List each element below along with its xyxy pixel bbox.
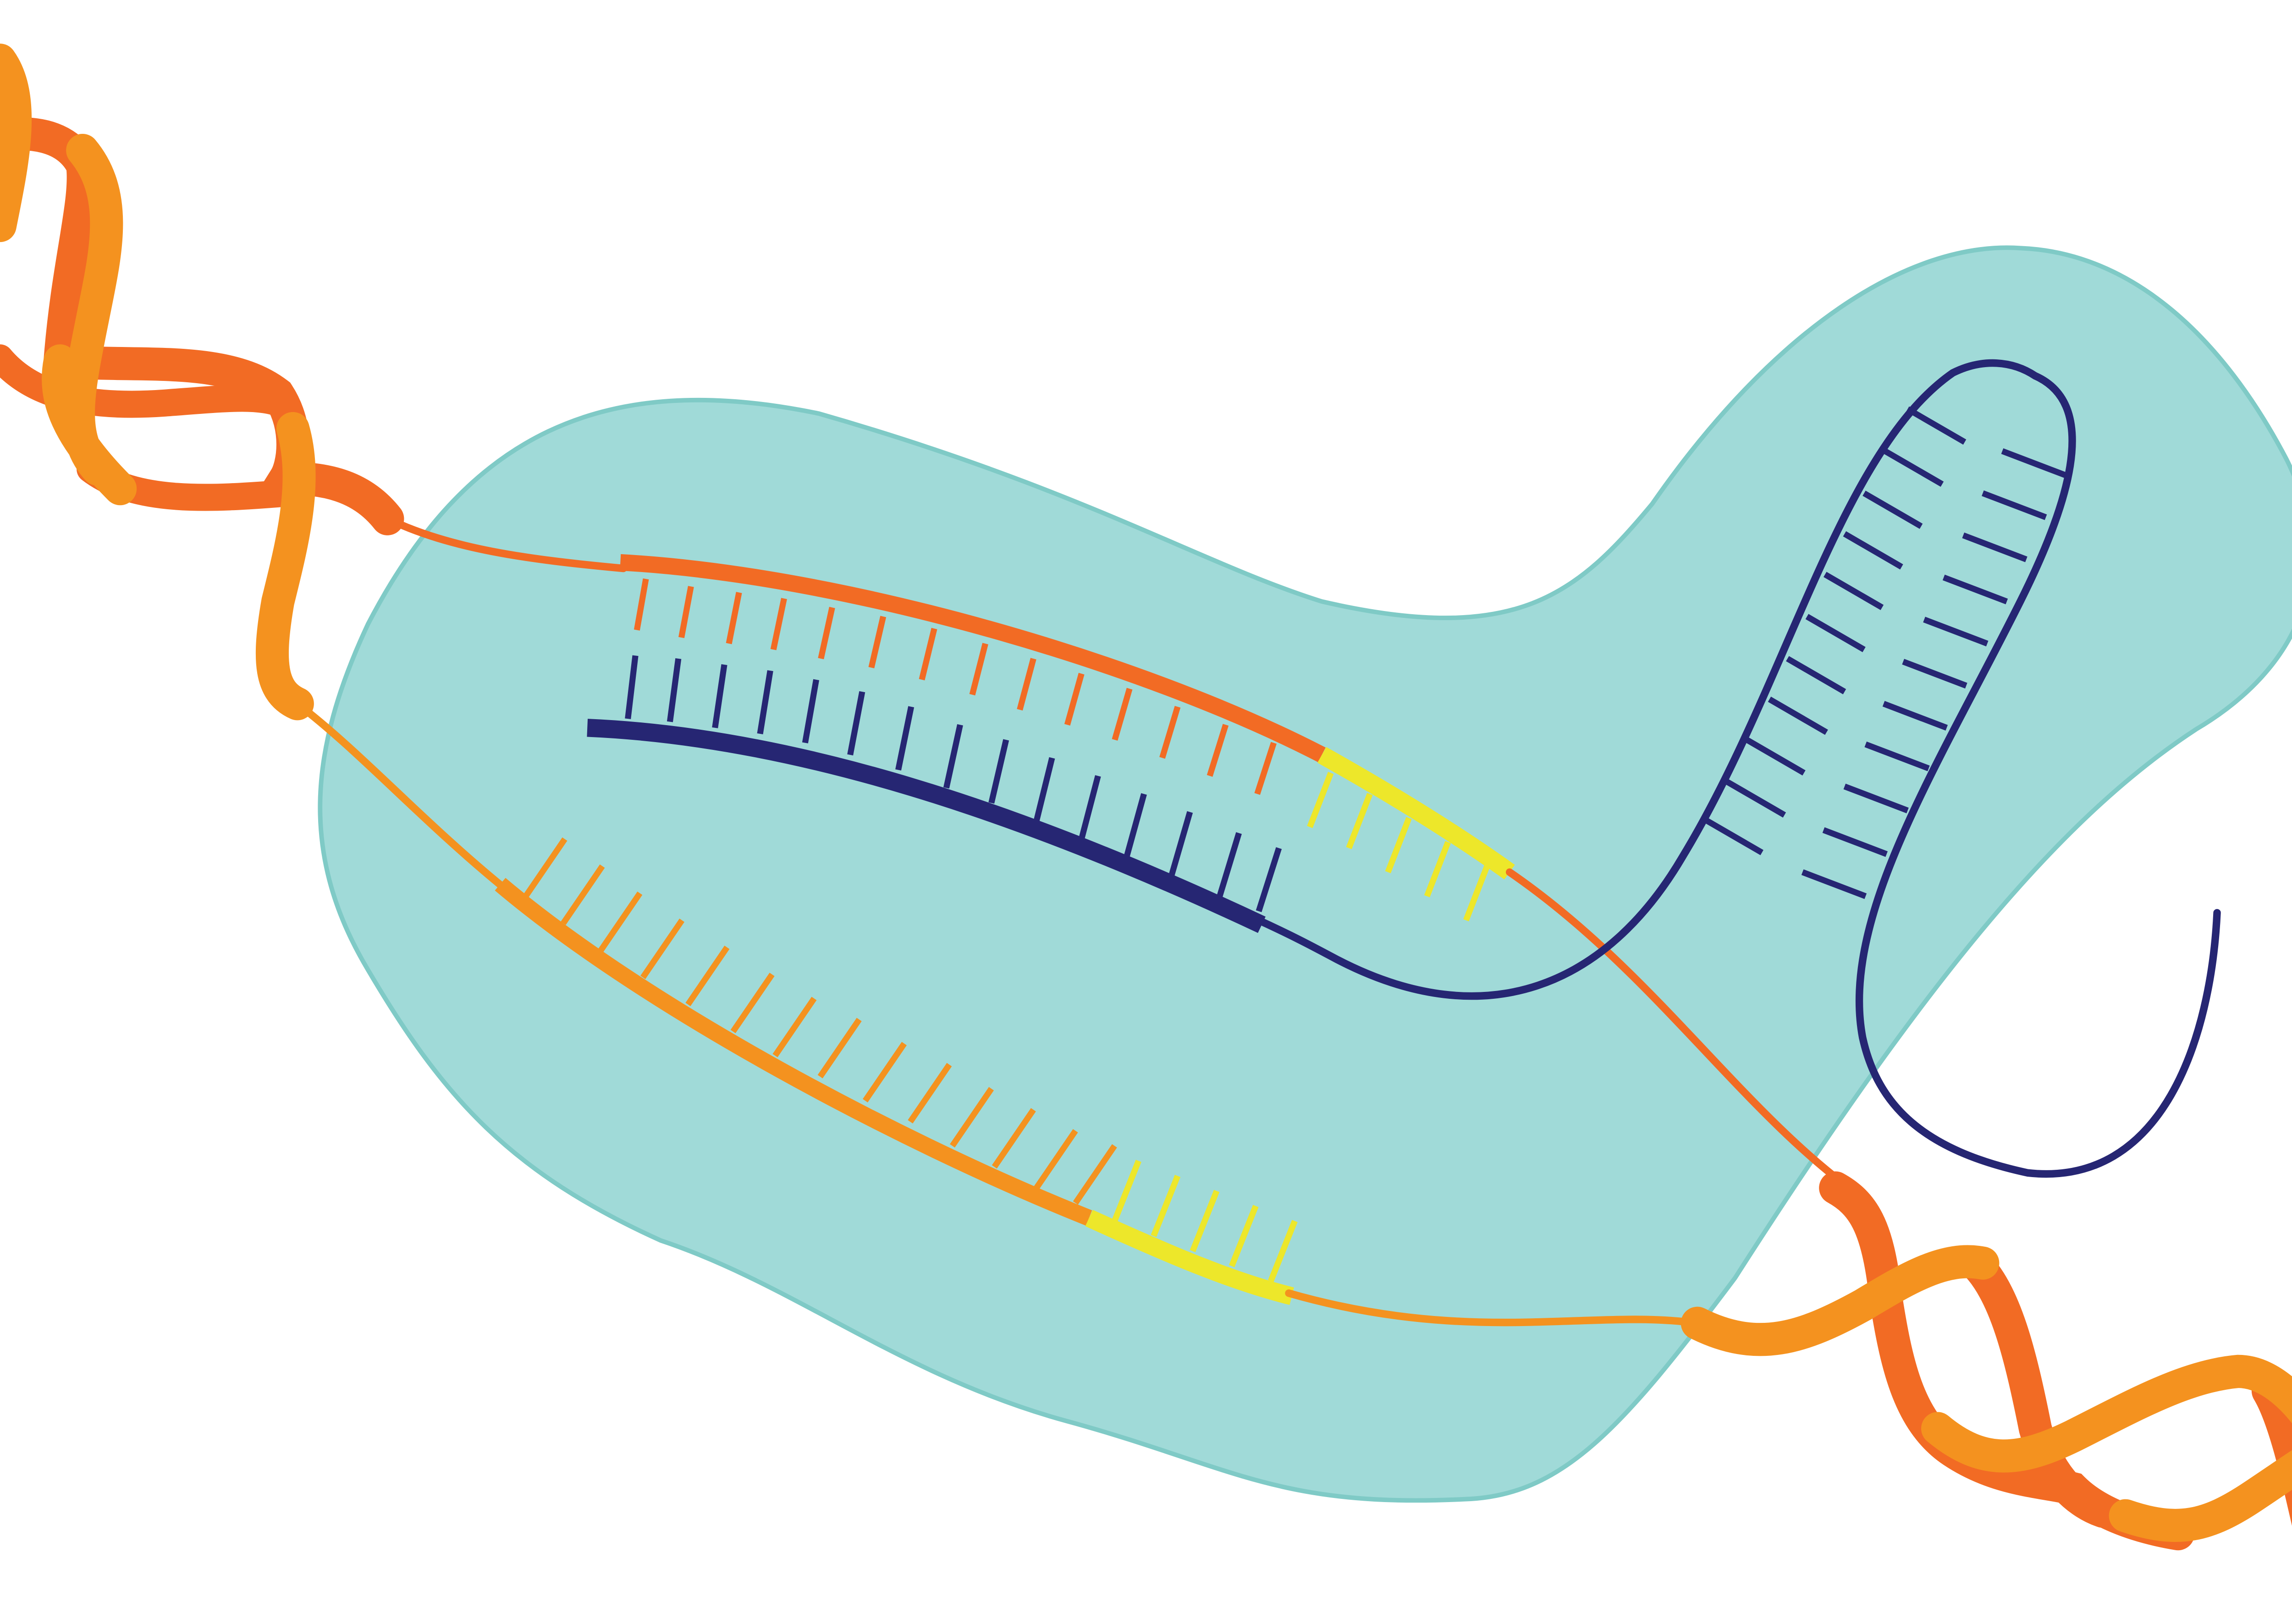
base-tick [1268, 1220, 1298, 1283]
base-tick [969, 643, 988, 696]
base-tick [1862, 490, 1923, 529]
base-tick [1229, 1205, 1259, 1267]
base-tick [1906, 406, 1967, 445]
base-tick [1884, 448, 1944, 487]
base-tick [895, 706, 915, 771]
base-tick [640, 918, 685, 980]
base-tick [772, 996, 817, 1057]
guide-rna-spacer-thick [587, 719, 1266, 933]
base-tick [817, 1018, 862, 1079]
right-helix-light-ribbon [1680, 1245, 2292, 1542]
base-tick [712, 664, 727, 728]
base-tick [1346, 793, 1373, 849]
base-tick [634, 578, 649, 631]
base-tick [1982, 490, 2047, 520]
base-tick [1824, 572, 1884, 611]
base-tick [1159, 705, 1181, 759]
base-tick [1112, 688, 1133, 741]
base-tick [1151, 1174, 1181, 1238]
base-tick [1882, 701, 1948, 731]
base-tick [992, 1108, 1036, 1169]
nontarget-strand-pam [1085, 1210, 1294, 1305]
target-strand-pam [1317, 747, 1515, 880]
target-pam-bases [1307, 771, 1490, 922]
base-tick [950, 1087, 994, 1148]
base-tick [770, 598, 787, 650]
base-tick [1801, 869, 1867, 899]
base-tick [1207, 724, 1229, 777]
base-tick [523, 837, 567, 898]
base-tick [1017, 658, 1036, 711]
base-tick [667, 658, 682, 722]
cas9-protein-blob [318, 245, 2292, 1503]
nontarget-strand-thick [495, 878, 1092, 1226]
base-tick [1864, 741, 1930, 771]
base-tick [818, 606, 835, 660]
base-tick [802, 679, 820, 743]
nontarget-pam-bases [1112, 1160, 1298, 1283]
base-tick [561, 864, 605, 925]
base-tick [1463, 865, 1490, 922]
base-tick [868, 616, 887, 669]
base-tick [863, 1042, 907, 1103]
base-tick [1190, 1189, 1220, 1252]
base-tick [678, 586, 694, 639]
base-tick [757, 670, 773, 734]
base-tick [1786, 656, 1846, 694]
base-tick [1064, 672, 1085, 726]
base-tick [625, 655, 639, 719]
base-tick [1078, 775, 1101, 840]
guide-rna-hairpin-bases [1703, 406, 2066, 899]
base-tick [1217, 832, 1242, 897]
base-tick [847, 691, 865, 756]
dna-double-helix-left [0, 44, 404, 721]
base-tick [1703, 817, 1763, 855]
base-tick [1385, 817, 1412, 874]
base-tick [1768, 696, 1828, 735]
base-tick [1112, 1160, 1141, 1222]
base-tick [1942, 574, 2008, 605]
base-tick [726, 592, 742, 644]
base-tick [2001, 448, 2066, 478]
base-tick [908, 1062, 952, 1123]
nontarget-strand-bases [523, 837, 1117, 1205]
guide-rna-spacer-bases [625, 655, 1282, 913]
dna-double-helix-right [1680, 1171, 2292, 1551]
base-tick [1745, 737, 1806, 776]
base-tick [1307, 771, 1334, 828]
base-tick [1424, 841, 1451, 897]
right-helix-dark-ribbon [1819, 1171, 2292, 1551]
base-tick [1843, 531, 1903, 570]
base-tick [730, 973, 775, 1034]
left-helix-light-ribbon [0, 44, 316, 721]
base-tick [988, 739, 1009, 804]
base-tick [1256, 847, 1282, 913]
target-strand-thick [620, 554, 1326, 762]
target-strand-bases [634, 578, 1277, 795]
base-tick [1168, 811, 1193, 876]
base-tick [1124, 793, 1147, 858]
base-tick [1843, 783, 1909, 814]
base-tick [598, 891, 643, 952]
target-strand-thin-left [384, 515, 628, 573]
base-tick [1822, 827, 1888, 857]
base-tick [1923, 617, 1989, 647]
base-tick [943, 724, 963, 789]
base-tick [1902, 659, 1967, 689]
base-tick [1073, 1144, 1117, 1205]
base-tick [1034, 1129, 1078, 1190]
base-tick [685, 946, 730, 1007]
base-tick [1805, 614, 1866, 652]
base-tick [1254, 742, 1277, 795]
left-helix-dark-ribbon [0, 117, 404, 535]
base-tick [1726, 779, 1786, 818]
base-tick [919, 628, 937, 681]
nontarget-strand-thin-left [293, 700, 507, 891]
base-tick [1033, 757, 1055, 822]
base-tick [1962, 532, 2028, 562]
guide-rna-scaffold [1255, 359, 2221, 1178]
nontarget-strand-thin-right [1285, 1289, 1701, 1327]
target-strand-thin-right [1505, 868, 1863, 1200]
